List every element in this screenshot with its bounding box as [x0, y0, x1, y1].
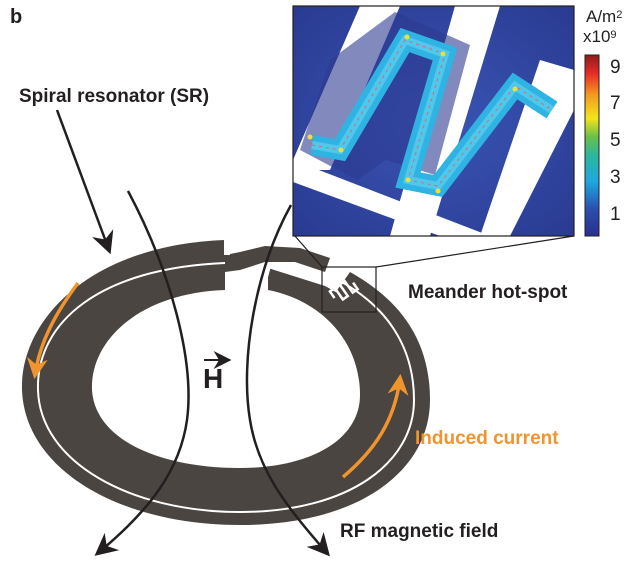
rf-field-label: RF magnetic field: [340, 521, 499, 542]
resonator-gap-line: [36, 262, 416, 514]
field-line-left: [94, 190, 190, 556]
colorbar-scale-exponent: 9: [610, 29, 617, 41]
colorbar-scale-prefix: x10: [583, 27, 611, 46]
h-field-symbol: H: [203, 363, 224, 394]
induced-current-arrow-left: [26, 281, 80, 380]
colorbar-unit-exponent: 2: [616, 9, 623, 21]
spiral-resonator-label: Spiral resonator (SR): [19, 86, 210, 107]
induced-current-label: Induced current: [415, 428, 559, 449]
panel-label: b: [10, 6, 23, 28]
zoom-line-right: [375, 235, 575, 268]
meander-hotspot-label: Meander hot-spot: [408, 282, 568, 303]
meander-structure: [328, 279, 360, 302]
current-density-inset: [293, 6, 574, 236]
colorbar-tick: 9: [610, 57, 621, 78]
colorbar-unit-text: A/m: [586, 7, 617, 26]
colorbar-unit: A/m2: [586, 8, 622, 26]
colorbar-tick: 1: [610, 204, 621, 225]
resonator-crossover: [225, 246, 330, 272]
resonator-top-gap: [224, 237, 230, 255]
colorbar-tick: 3: [610, 167, 621, 188]
spiral-resonator: [21, 237, 430, 525]
field-line-right: [245, 204, 330, 557]
meander-hotspot-box: [321, 266, 377, 313]
resonator-inner-gap: [259, 261, 272, 293]
colorbar-tick: 5: [610, 130, 621, 151]
sr-pointer-arrow: [55, 109, 114, 255]
meander-current-path: [300, 12, 558, 198]
zoom-line-left: [294, 235, 323, 268]
colorbar: [584, 54, 600, 237]
induced-current-arrow-right: [341, 373, 409, 479]
colorbar-scale: x109: [583, 28, 617, 46]
inset-frame: [292, 5, 575, 237]
colorbar-tick: 7: [610, 93, 621, 114]
